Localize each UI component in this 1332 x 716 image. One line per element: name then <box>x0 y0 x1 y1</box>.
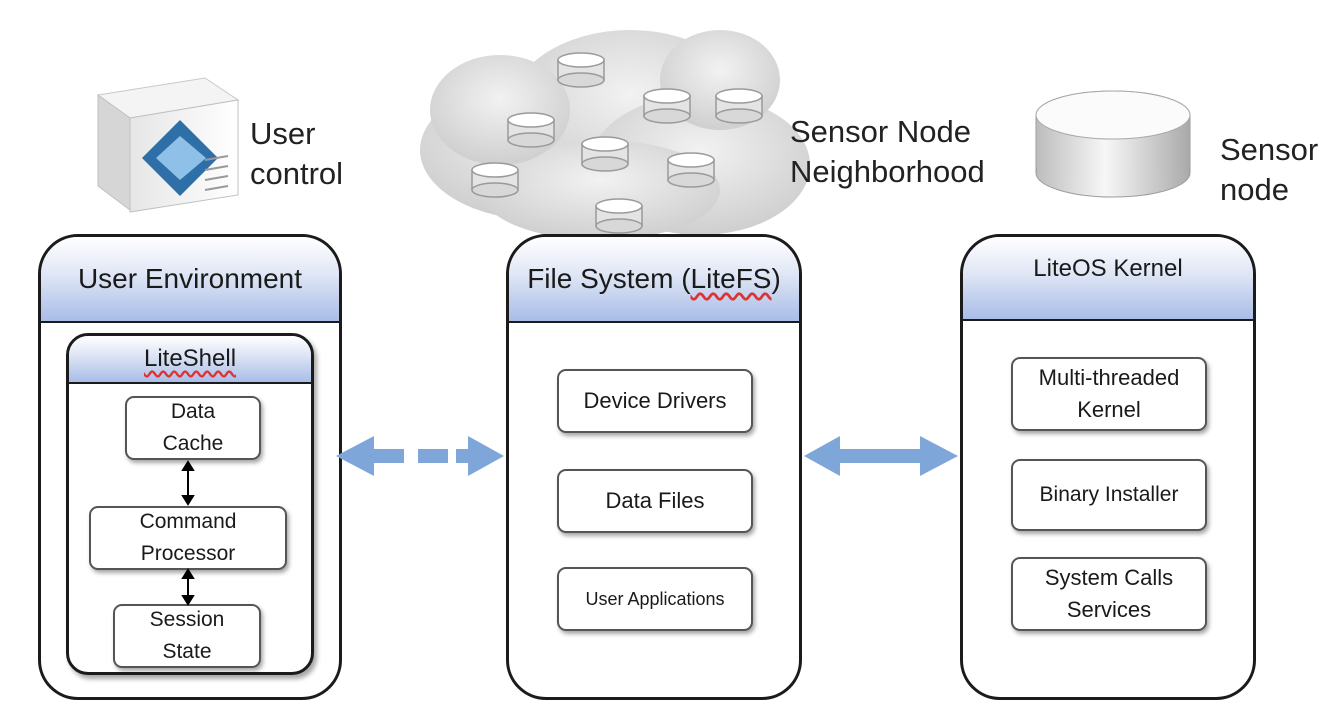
node-icon <box>471 162 519 198</box>
sensor-node-icon <box>1035 90 1191 198</box>
double-arrow-icon <box>181 460 195 506</box>
data-cache-box: Data Cache <box>125 396 261 460</box>
user-applications-box: User Applications <box>557 567 753 631</box>
session-state-box: Session State <box>113 604 261 668</box>
dashed-double-arrow-icon <box>336 436 504 476</box>
file-system-panel: File System (LiteFS) Device Drivers Data… <box>506 234 802 700</box>
file-system-title-prefix: File System ( <box>527 263 691 294</box>
liteshell-panel: LiteShell Data Cache Command Processor S… <box>66 333 314 675</box>
panel-header: File System (LiteFS) <box>509 237 799 323</box>
node-icon <box>643 88 691 124</box>
system-calls-services-box: System Calls Services <box>1011 557 1207 631</box>
device-drivers-box: Device Drivers <box>557 369 753 433</box>
node-icon <box>667 152 715 188</box>
panel-header: LiteOS Kernel <box>963 237 1253 321</box>
file-system-title-suffix: ) <box>771 263 781 294</box>
double-arrow-icon <box>804 436 958 476</box>
user-environment-panel: User Environment LiteShell Data Cache Co… <box>38 234 342 700</box>
panel-header: User Environment <box>41 237 339 323</box>
liteshell-connectors <box>181 460 195 606</box>
sensor-node-caption: Sensor node <box>1220 132 1319 207</box>
illustration-layer <box>96 30 1191 240</box>
sensor-node-cluster <box>471 52 763 234</box>
data-files-box: Data Files <box>557 469 753 533</box>
node-icon <box>507 112 555 148</box>
node-icon <box>581 136 629 172</box>
node-icon <box>557 52 605 88</box>
binary-installer-box: Binary Installer <box>1011 459 1207 531</box>
node-icon <box>715 88 763 124</box>
node-icon <box>595 198 643 234</box>
multi-threaded-kernel-box: Multi-threaded Kernel <box>1011 357 1207 431</box>
file-system-title-litefs: LiteFS <box>690 263 772 294</box>
command-processor-box: Command Processor <box>89 506 287 570</box>
liteos-kernel-title: LiteOS Kernel <box>1033 255 1183 282</box>
liteshell-header: LiteShell <box>69 336 311 384</box>
computer-icon <box>96 77 240 213</box>
file-system-title: File System (LiteFS) <box>527 263 781 295</box>
liteshell-title: LiteShell <box>143 345 237 372</box>
user-control-caption: User control <box>250 116 344 191</box>
neighborhood-caption: Sensor Node Neighborhood <box>790 114 985 189</box>
double-arrow-icon <box>181 568 195 606</box>
user-environment-title: User Environment <box>77 263 303 294</box>
liteos-kernel-panel: LiteOS Kernel Multi-threaded Kernel Bina… <box>960 234 1256 700</box>
